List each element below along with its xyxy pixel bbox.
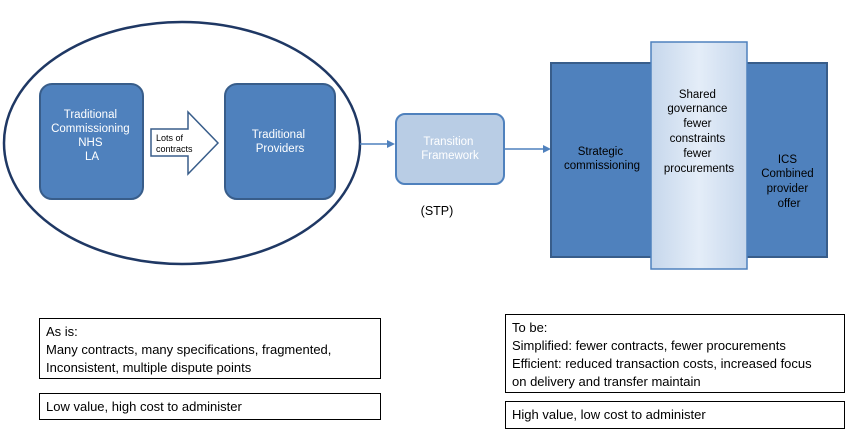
- as-is-line-2: Inconsistent, multiple dispute points: [46, 360, 252, 375]
- connector-to-ics-head: [543, 145, 551, 153]
- lots-of-contracts-arrow: [150, 110, 220, 176]
- to-be-line-1: Simplified: fewer contracts, fewer procu…: [512, 338, 786, 353]
- traditional-commissioning-label: Traditional Commissioning NHS LA: [51, 109, 133, 163]
- traditional-commissioning-box: [39, 83, 144, 200]
- as-is-value-box: Low value, high cost to administer: [39, 393, 381, 420]
- diagram-canvas: Traditional Commissioning NHS LA Lots of…: [2, 20, 828, 270]
- as-is-title: As is:: [46, 324, 78, 339]
- as-is-line-1: Many contracts, many specifications, fra…: [46, 342, 332, 357]
- stp-caption: (STP): [421, 204, 454, 218]
- to-be-line-3: on delivery and transfer maintain: [512, 374, 701, 389]
- to-be-value: High value, low cost to administer: [512, 407, 706, 422]
- strategic-commissioning-label: Strategic commissioning: [564, 146, 640, 172]
- connector-to-transition-head: [387, 140, 395, 148]
- to-be-title: To be:: [512, 320, 548, 335]
- ics-combined-provider-label: ICS Combined provider offer: [761, 154, 817, 210]
- lots-of-contracts-label: Lots of contracts: [156, 133, 193, 154]
- as-is-value: Low value, high cost to administer: [46, 399, 242, 414]
- to-be-line-2: Efficient: reduced transaction costs, in…: [512, 356, 812, 371]
- shared-governance-label: Shared governance fewer constraints fewe…: [664, 89, 735, 175]
- traditional-providers-label: Traditional Providers: [252, 129, 308, 155]
- shared-governance-box: [650, 41, 748, 270]
- transition-framework-box: [395, 113, 505, 185]
- traditional-providers-box: [224, 83, 336, 200]
- to-be-value-box: High value, low cost to administer: [505, 401, 845, 429]
- as-is-description-box: As is: Many contracts, many specificatio…: [39, 318, 381, 379]
- transition-framework-label: Transition Framework: [421, 136, 479, 162]
- to-be-description-box: To be: Simplified: fewer contracts, fewe…: [505, 314, 845, 393]
